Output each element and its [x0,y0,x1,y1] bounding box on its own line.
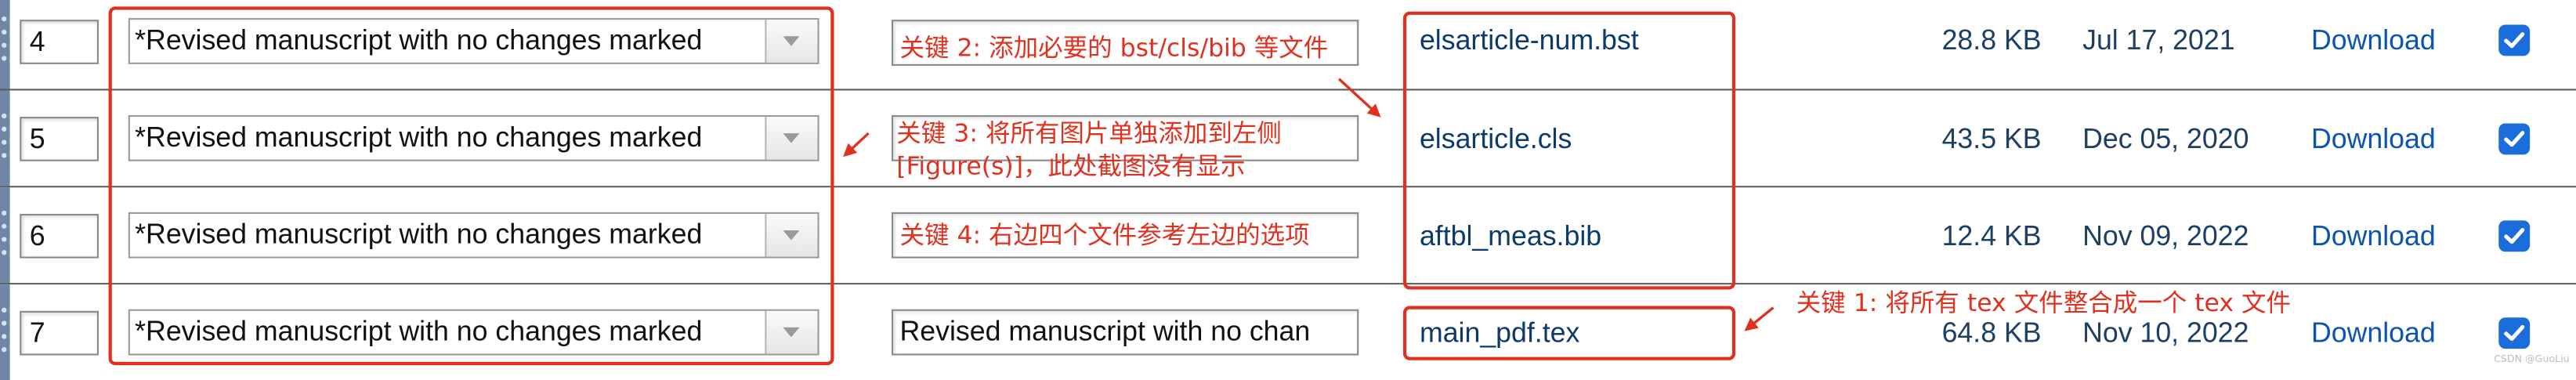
download-link[interactable]: Download [2310,24,2436,56]
chevron-down-icon[interactable] [765,117,818,160]
order-input[interactable]: 4 [20,20,99,64]
highlight-main-tex-file [1402,306,1736,360]
chevron-down-icon[interactable] [765,20,818,63]
highlight-support-files [1402,11,1736,290]
file-size: 12.4 KB [1941,220,2042,252]
chevron-down-icon[interactable] [765,310,818,354]
file-checkbox[interactable] [2498,317,2531,349]
annotation-key-1: 关键 1: 将所有 tex 文件整合成一个 tex 文件 [1796,288,2292,318]
item-type-select[interactable]: *Revised manuscript with no changes mark… [128,212,819,259]
item-type-selected: *Revised manuscript with no changes mark… [135,121,703,154]
file-checkbox[interactable] [2498,24,2531,56]
download-link[interactable]: Download [2310,220,2436,252]
order-input[interactable]: 5 [20,117,99,161]
item-type-selected: *Revised manuscript with no changes mark… [135,24,703,56]
item-type-select[interactable]: *Revised manuscript with no changes mark… [128,309,819,356]
order-input[interactable]: 6 [20,213,99,259]
row-drag-handle[interactable] [0,284,10,380]
highlight-item-type-column [108,6,834,366]
item-type-select[interactable]: *Revised manuscript with no changes mark… [128,18,819,64]
download-link[interactable]: Download [2310,123,2436,155]
download-link[interactable]: Download [2310,317,2436,349]
file-date: Nov 10, 2022 [2082,317,2249,349]
annotation-key-4: 关键 4: 右边四个文件参考左边的选项 [899,220,1310,251]
file-size: 64.8 KB [1941,317,2042,349]
file-name: main_pdf.tex [1419,317,1580,349]
file-date: Dec 05, 2020 [2082,123,2249,155]
description-input[interactable] [891,114,1359,161]
file-row-6: 6 *Revised manuscript with no changes ma… [0,187,2576,284]
checkmark-icon [2504,131,2525,147]
checkmark-icon [2504,32,2525,49]
file-date: Jul 17, 2021 [2082,24,2235,56]
file-name: elsarticle-num.bst [1419,24,1639,56]
file-size: 43.5 KB [1941,123,2042,155]
chevron-down-icon[interactable] [765,213,818,257]
file-row-4: 4 *Revised manuscript with no changes ma… [0,0,2576,96]
checkmark-icon [2504,228,2525,244]
file-checkbox[interactable] [2498,220,2531,252]
description-input[interactable] [891,20,1359,66]
file-row-5: 5 *Revised manuscript with no changes ma… [0,90,2576,186]
row-divider [0,283,2576,285]
file-name: elsarticle.cls [1419,123,1572,155]
file-size: 28.8 KB [1941,24,2042,56]
row-divider [0,186,2576,188]
annotation-key-3-line-2: [Figure(s)]，此处截图没有显示 [896,151,1246,181]
item-type-selected: *Revised manuscript with no changes mark… [135,316,703,348]
row-divider [0,89,2576,91]
row-drag-handle[interactable] [0,90,10,186]
description-input[interactable]: Revised manuscript with no chan [891,309,1359,356]
annotation-key-3-line-1: 关键 3: 将所有图片单独添加到左侧 [896,118,1282,148]
checkmark-icon [2504,324,2525,342]
file-date: Nov 09, 2022 [2082,220,2249,252]
file-checkbox[interactable] [2498,123,2531,155]
item-type-selected: *Revised manuscript with no changes mark… [135,219,703,251]
watermark: CSDN @GuoLiu [2494,353,2570,366]
row-drag-handle[interactable] [0,187,10,284]
file-name: aftbl_meas.bib [1419,220,1602,252]
row-drag-handle[interactable] [0,0,10,96]
item-type-select[interactable]: *Revised manuscript with no changes mark… [128,114,819,161]
annotation-key-2: 关键 2: 添加必要的 bst/cls/bib 等文件 [899,32,1329,63]
order-input[interactable]: 7 [20,310,99,356]
description-input[interactable] [891,212,1359,259]
